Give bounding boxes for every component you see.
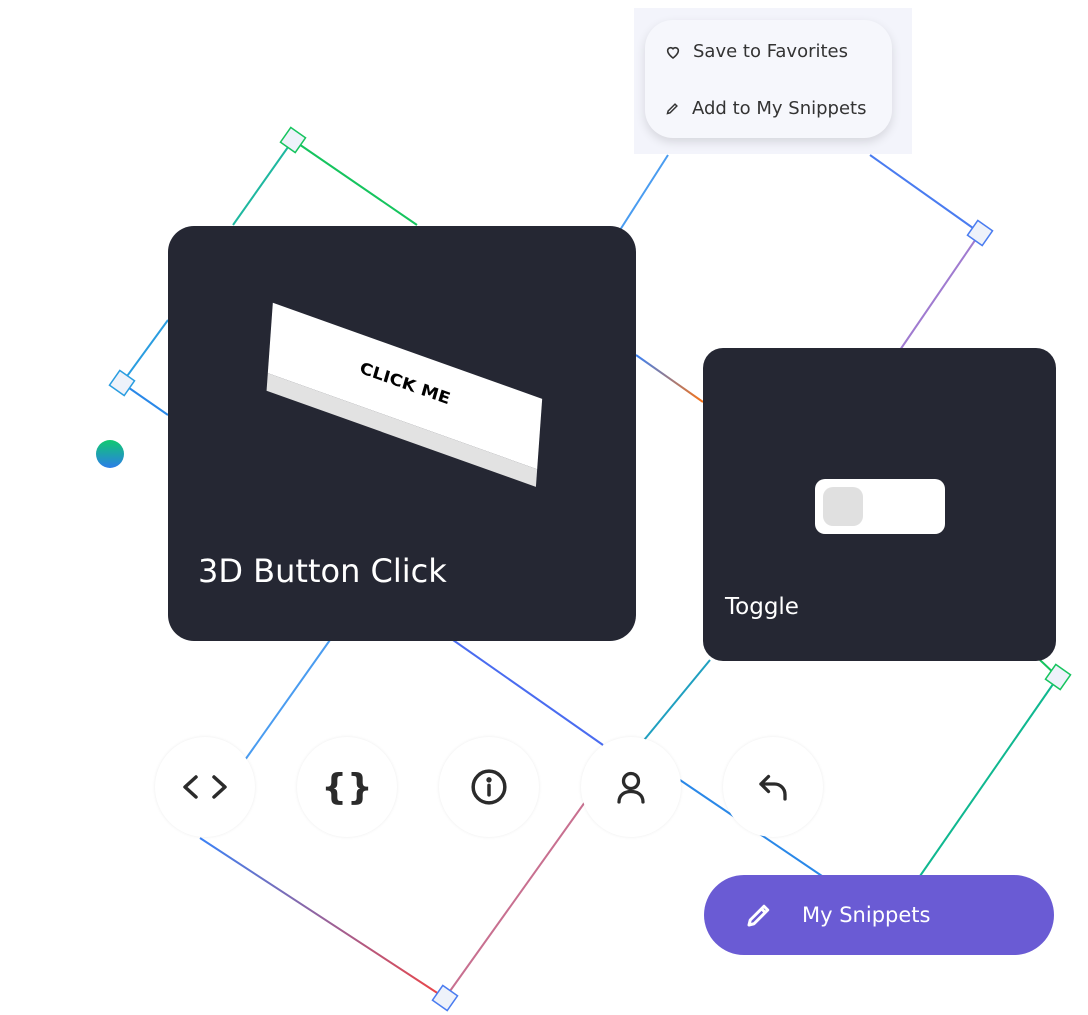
card-3d-button[interactable]: CLICK ME 3D Button Click [168, 226, 636, 641]
code-icon [183, 775, 227, 799]
resize-handle [108, 369, 136, 397]
snippet-menu: Save to Favorites Add to My Snippets [645, 20, 892, 138]
undo-icon [759, 774, 787, 801]
resize-handle [431, 984, 459, 1012]
resize-handle [1044, 663, 1072, 691]
click-me-preview[interactable]: CLICK ME [266, 302, 543, 487]
pencil-icon [666, 103, 678, 115]
my-snippets-button[interactable]: My Snippets [704, 875, 1054, 955]
code-button[interactable] [155, 737, 255, 837]
heart-icon [666, 46, 680, 59]
menu-item-save-favorites[interactable]: Save to Favorites [665, 41, 848, 62]
braces-icon: {} [321, 766, 373, 808]
info-button[interactable] [439, 737, 539, 837]
undo-button[interactable] [723, 737, 823, 837]
resize-handle [966, 219, 994, 247]
my-snippets-label: My Snippets [802, 903, 931, 927]
menu-item-label: Add to My Snippets [692, 98, 867, 119]
card-title: Toggle [725, 594, 799, 620]
info-icon [471, 769, 507, 805]
pencil-icon [747, 904, 770, 927]
profile-button[interactable] [581, 737, 681, 837]
resize-handle [279, 126, 307, 154]
menu-item-label: Save to Favorites [693, 41, 849, 62]
connection-dot [96, 440, 124, 468]
toggle-knob [823, 487, 863, 526]
card-title: 3D Button Click [198, 552, 447, 590]
toggle-switch[interactable] [815, 479, 945, 534]
braces-button[interactable]: {} [297, 737, 397, 837]
user-icon [617, 771, 645, 804]
menu-item-add-snippets[interactable]: Add to My Snippets [665, 98, 866, 119]
card-toggle[interactable]: Toggle [703, 348, 1056, 661]
